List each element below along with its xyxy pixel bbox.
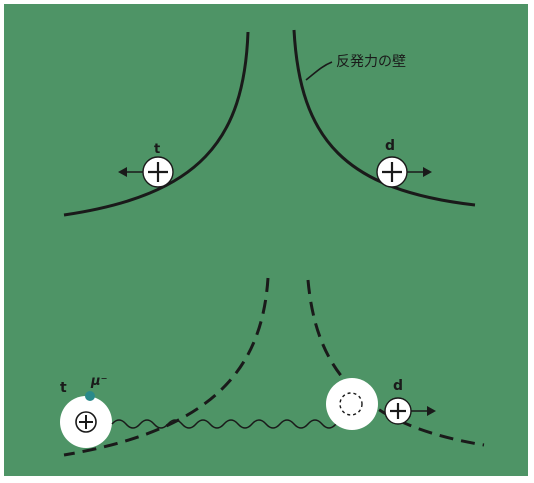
dashed-nucleus — [339, 392, 363, 416]
tunnel-wave-path — [111, 413, 347, 429]
particle-label-t: t — [60, 380, 67, 396]
muon-cloud — [326, 378, 378, 430]
arrow-head-left — [118, 167, 127, 177]
lower-particle-d: d — [384, 378, 436, 425]
particle-label-d: d — [393, 378, 403, 394]
fusion-site — [326, 378, 378, 430]
upper-particle-t: t — [118, 142, 174, 188]
muon-label: μ⁻ — [90, 374, 107, 389]
muon-dot — [85, 391, 95, 401]
particle-label-d: d — [385, 138, 395, 154]
wall-curve-right — [292, 29, 476, 207]
arrow-head-right — [427, 406, 436, 416]
lower-diagram: t μ⁻ d — [60, 277, 485, 457]
muonic-t-atom: t μ⁻ — [60, 374, 112, 448]
wall-label: 反発力の壁 — [336, 54, 406, 70]
particle-label-t: t — [154, 142, 160, 157]
upper-particle-d: d — [376, 138, 432, 188]
wall-curve-left — [63, 31, 250, 217]
upper-diagram: 反発力の壁 t d — [63, 29, 476, 217]
wall-label-leader — [305, 61, 333, 81]
arrow-head-right — [423, 167, 432, 177]
dashed-wall-left — [63, 277, 270, 457]
